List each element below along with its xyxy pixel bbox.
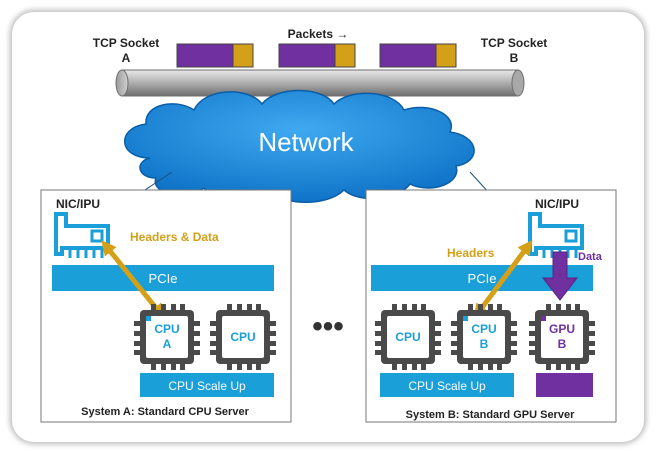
system-b-scale-up-bar xyxy=(380,373,514,397)
system-a-scale-up-bar xyxy=(140,373,274,397)
system-b-pcie-label: PCIe xyxy=(468,271,497,286)
system-b-cpu-1-label: CPU xyxy=(395,330,420,344)
system-a-nic-label: NIC/IPU xyxy=(56,197,100,211)
socket-a-id: A xyxy=(122,51,131,65)
system-b-caption: System B: Standard GPU Server xyxy=(406,409,575,421)
system-a-pcie-label: PCIe xyxy=(149,271,178,286)
system-b-scale-up-label: CPU Scale Up xyxy=(408,379,486,393)
socket-b-label: TCP Socket xyxy=(481,36,547,50)
packet-2 xyxy=(278,43,356,68)
system-a-flow-label: Headers & Data xyxy=(130,230,219,244)
system-a-cpu-a-label: CPU xyxy=(154,322,179,336)
ellipsis-separator: ••• xyxy=(312,310,344,343)
system-b-cpu-b-chip xyxy=(451,304,517,370)
system-b-nic-label: NIC/IPU xyxy=(535,197,579,211)
system-b-gpu-b-chip xyxy=(529,304,595,370)
system-b-gpu-b-id: B xyxy=(558,337,567,351)
system-b-headers-label: Headers xyxy=(447,246,495,260)
system-a-scale-up-label: CPU Scale Up xyxy=(168,379,246,393)
system-a-headers-data-arrow xyxy=(101,240,165,319)
system-a-caption: System A: Standard CPU Server xyxy=(81,406,249,418)
system-b-data-label: Data xyxy=(578,251,603,263)
packet-1 xyxy=(176,43,254,68)
socket-b-id: B xyxy=(510,51,519,65)
system-b-gpu-b-label: GPU xyxy=(549,322,575,336)
network-pipe xyxy=(115,69,525,97)
packets-label: Packets → xyxy=(288,27,349,41)
system-a-cpu-a-chip xyxy=(134,304,200,370)
system-b-gpu-scale-bar xyxy=(536,373,593,397)
system-b-cpu-b-id: B xyxy=(480,337,489,351)
system-b-cpu-b-label: CPU xyxy=(471,322,496,336)
socket-a-label: TCP Socket xyxy=(93,36,159,50)
packet-3 xyxy=(379,43,457,68)
network-label: Network xyxy=(258,127,354,157)
system-b-headers-arrow xyxy=(473,239,533,320)
system-b-data-arrow xyxy=(541,251,579,301)
system-a-cpu-2-label: CPU xyxy=(230,330,255,344)
system-a-cpu-a-id: A xyxy=(163,337,172,351)
